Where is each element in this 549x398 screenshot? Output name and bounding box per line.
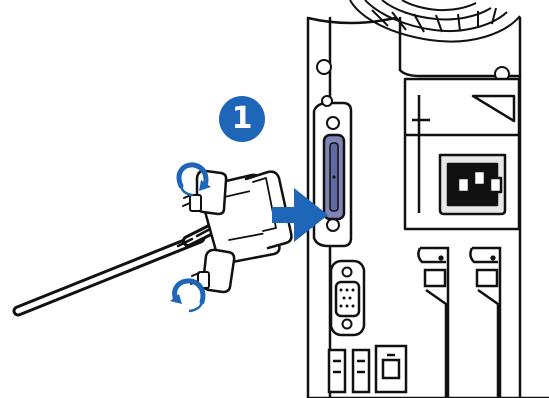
parallel-port-plate [314,103,351,246]
expansion-slots [418,248,500,398]
parallel-cable-assembly [18,171,291,311]
usb-lan-ports [329,346,406,392]
rotate-screw-icon-bottom [170,281,203,311]
step-number-badge: 1 [219,96,265,142]
power-supply-area [405,79,519,229]
vga-port [331,261,364,335]
